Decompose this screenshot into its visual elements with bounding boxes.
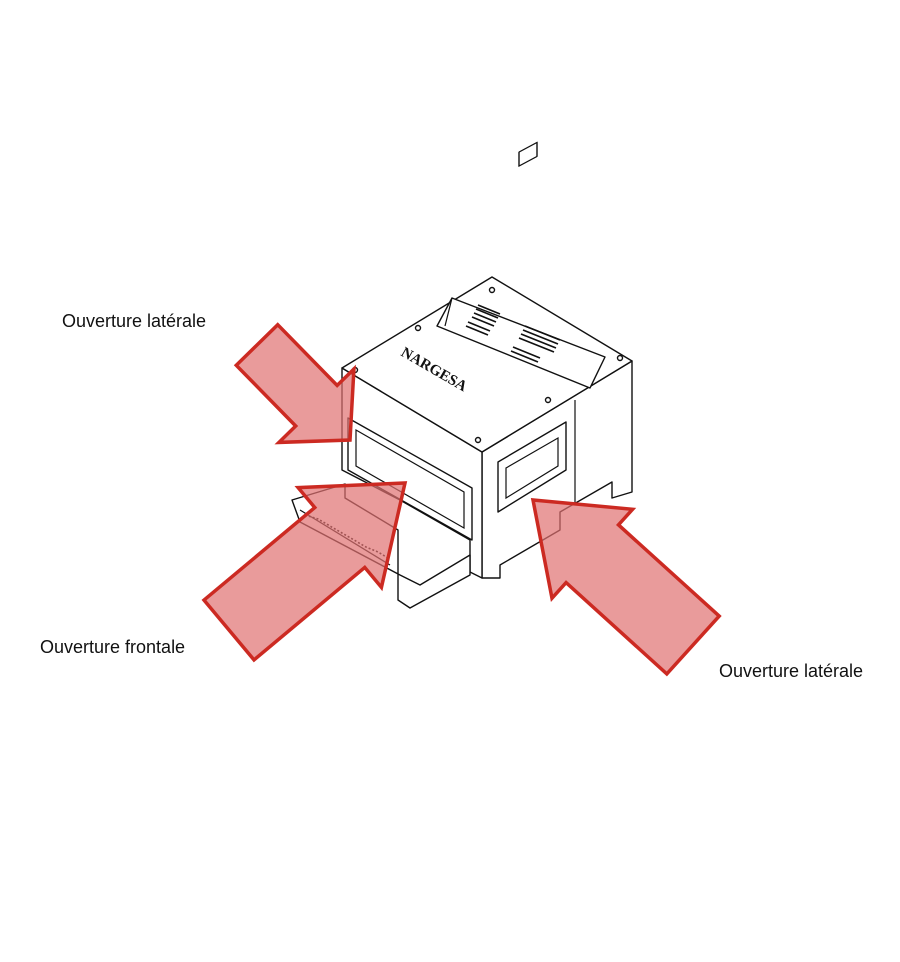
- label-side-opening-right: Ouverture latérale: [719, 661, 864, 681]
- label-side-opening-left: Ouverture latérale: [62, 311, 207, 331]
- label-front-opening: Ouverture frontale: [40, 637, 186, 657]
- vent-slots: [465, 304, 561, 363]
- arrow-side-left-icon: [233, 322, 356, 445]
- machine-top-face: [341, 276, 633, 453]
- side-opening: [497, 141, 567, 513]
- front-opening: [347, 417, 473, 541]
- arrow-front-icon: [201, 481, 408, 663]
- arrows: [201, 322, 722, 677]
- arrow-side-right-icon: [530, 498, 722, 677]
